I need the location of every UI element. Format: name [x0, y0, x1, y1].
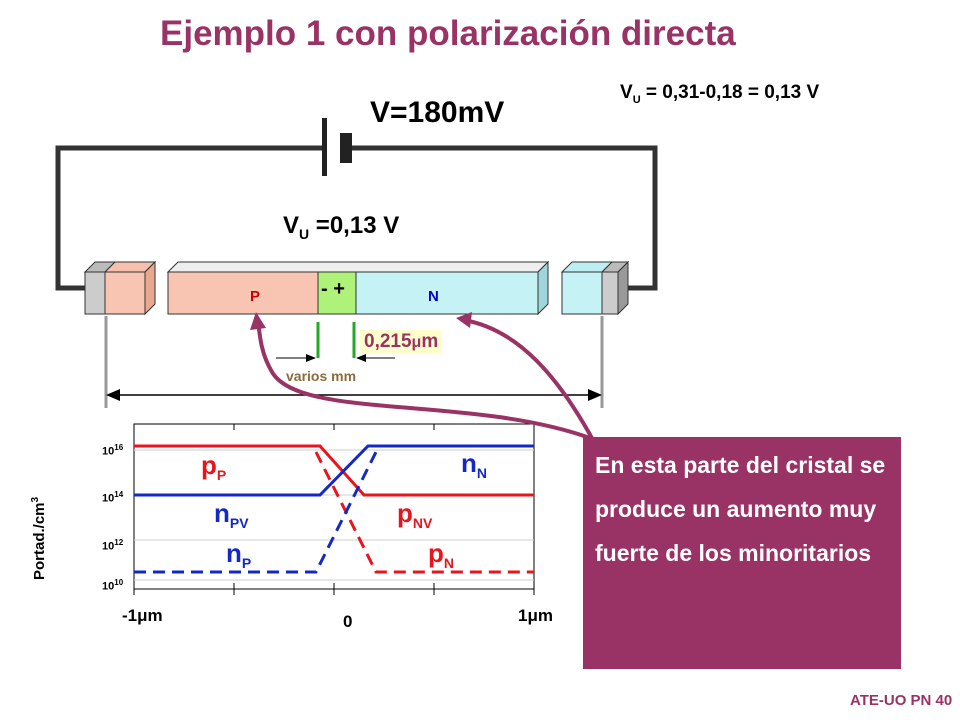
curve-label-pP-main: p: [201, 450, 217, 480]
plot-y-axis-text: Portad./cm: [31, 502, 48, 580]
circuit-wire-left: [55, 145, 325, 291]
curve-label-nN-main: n: [461, 448, 477, 478]
vu-formula-rest: = 0,31-0,18 = 0,13 V: [640, 82, 820, 103]
depletion-width-mu: μ: [411, 334, 422, 351]
vu-formula-main: V: [620, 82, 633, 103]
curve-label-nPV-sub: PV: [229, 515, 249, 532]
junction-voltage-sub: U: [299, 225, 310, 242]
plot-frame: [133, 423, 535, 595]
n-region: [355, 271, 539, 315]
right-contact: [560, 260, 630, 316]
callout-arrow-to-n: [463, 318, 595, 441]
y-tick-16: 1016: [102, 443, 123, 458]
circuit-wire-right: [350, 145, 658, 291]
junction-voltage-label: VU =0,13 V: [283, 212, 399, 242]
curve-nP-dashed: [134, 451, 378, 574]
p-region: [167, 271, 319, 315]
curve-label-nP-main: n: [226, 538, 242, 568]
curve-label-nN: nN: [461, 448, 487, 481]
curve-label-pN: pN: [428, 538, 454, 571]
slide-title: Ejemplo 1 con polarización directa: [160, 14, 736, 53]
y-tick-16-base: 10: [102, 445, 115, 458]
n-region-label: N: [428, 288, 439, 305]
callout-arrow-to-p: [256, 319, 591, 440]
x-tick-center: 0: [343, 612, 353, 631]
vu-formula-sub: U: [632, 93, 641, 106]
y-tick-14: 1014: [102, 490, 123, 505]
width-arrowhead-right: [356, 354, 366, 362]
y-tick-10-exp: 10: [114, 578, 124, 587]
plot-y-axis-exp: 3: [30, 496, 41, 503]
depletion-width-label: 0,215μm: [360, 330, 443, 354]
curve-label-pP: pP: [201, 450, 226, 483]
curve-label-pNV-sub: NV: [412, 515, 433, 532]
callout-arrowhead-p: [250, 312, 266, 330]
battery-long-plate: [322, 118, 327, 176]
y-tick-10-base: 10: [102, 580, 115, 593]
curve-label-nPV-main: n: [214, 498, 230, 528]
left-contact: [83, 260, 157, 316]
y-tick-12-base: 10: [102, 540, 115, 553]
curve-label-nPV: nPV: [214, 498, 249, 531]
y-tick-10: 1010: [102, 578, 123, 593]
curve-label-pP-sub: P: [216, 467, 227, 484]
plot-y-axis-label: Portad./cm3: [30, 497, 48, 580]
curve-label-pNV-main: p: [397, 498, 413, 528]
p-region-label: P: [250, 288, 261, 305]
curve-label-nN-sub: N: [476, 465, 488, 482]
y-tick-12-exp: 12: [114, 538, 124, 547]
curve-label-pN-sub: N: [443, 555, 455, 572]
curve-label-nP-sub: P: [241, 555, 252, 572]
curve-label-nP: nP: [226, 538, 251, 571]
extent-arrowhead-right: [588, 389, 602, 401]
x-tick-right: 1μm: [518, 606, 553, 625]
crystal: [166, 260, 550, 316]
distance-label: varios mm: [286, 368, 357, 384]
battery-short-plate: [340, 133, 352, 163]
callout-box: En esta parte del cristal se produce un …: [583, 437, 901, 669]
extent-arrowhead-left: [106, 389, 120, 401]
curve-label-pN-main: p: [428, 538, 444, 568]
depletion-width-unit: m: [421, 331, 439, 352]
curve-label-pNV: pNV: [397, 498, 432, 531]
y-tick-12: 1012: [102, 538, 123, 553]
x-tick-left: -1μm: [122, 606, 163, 625]
depletion-width-value: 0,215: [364, 331, 412, 352]
width-arrowhead-left: [306, 354, 316, 362]
curve-pN-dashed: [314, 451, 534, 574]
y-tick-14-base: 10: [102, 492, 115, 505]
charge-sign-label: - +: [321, 278, 345, 300]
callout-arrowhead-n: [456, 312, 472, 328]
vu-formula: VU = 0,31-0,18 = 0,13 V: [620, 82, 819, 106]
y-tick-14-exp: 14: [114, 490, 124, 499]
y-tick-16-exp: 16: [114, 443, 124, 452]
junction-voltage-rest: =0,13 V: [309, 212, 400, 239]
curve-nN-solid: [134, 444, 534, 497]
junction-voltage-main: V: [283, 212, 300, 239]
battery-voltage-label: V=180mV: [370, 96, 505, 129]
depletion-zone: [317, 271, 357, 315]
footer-label: ATE-UO PN 40: [850, 692, 953, 709]
